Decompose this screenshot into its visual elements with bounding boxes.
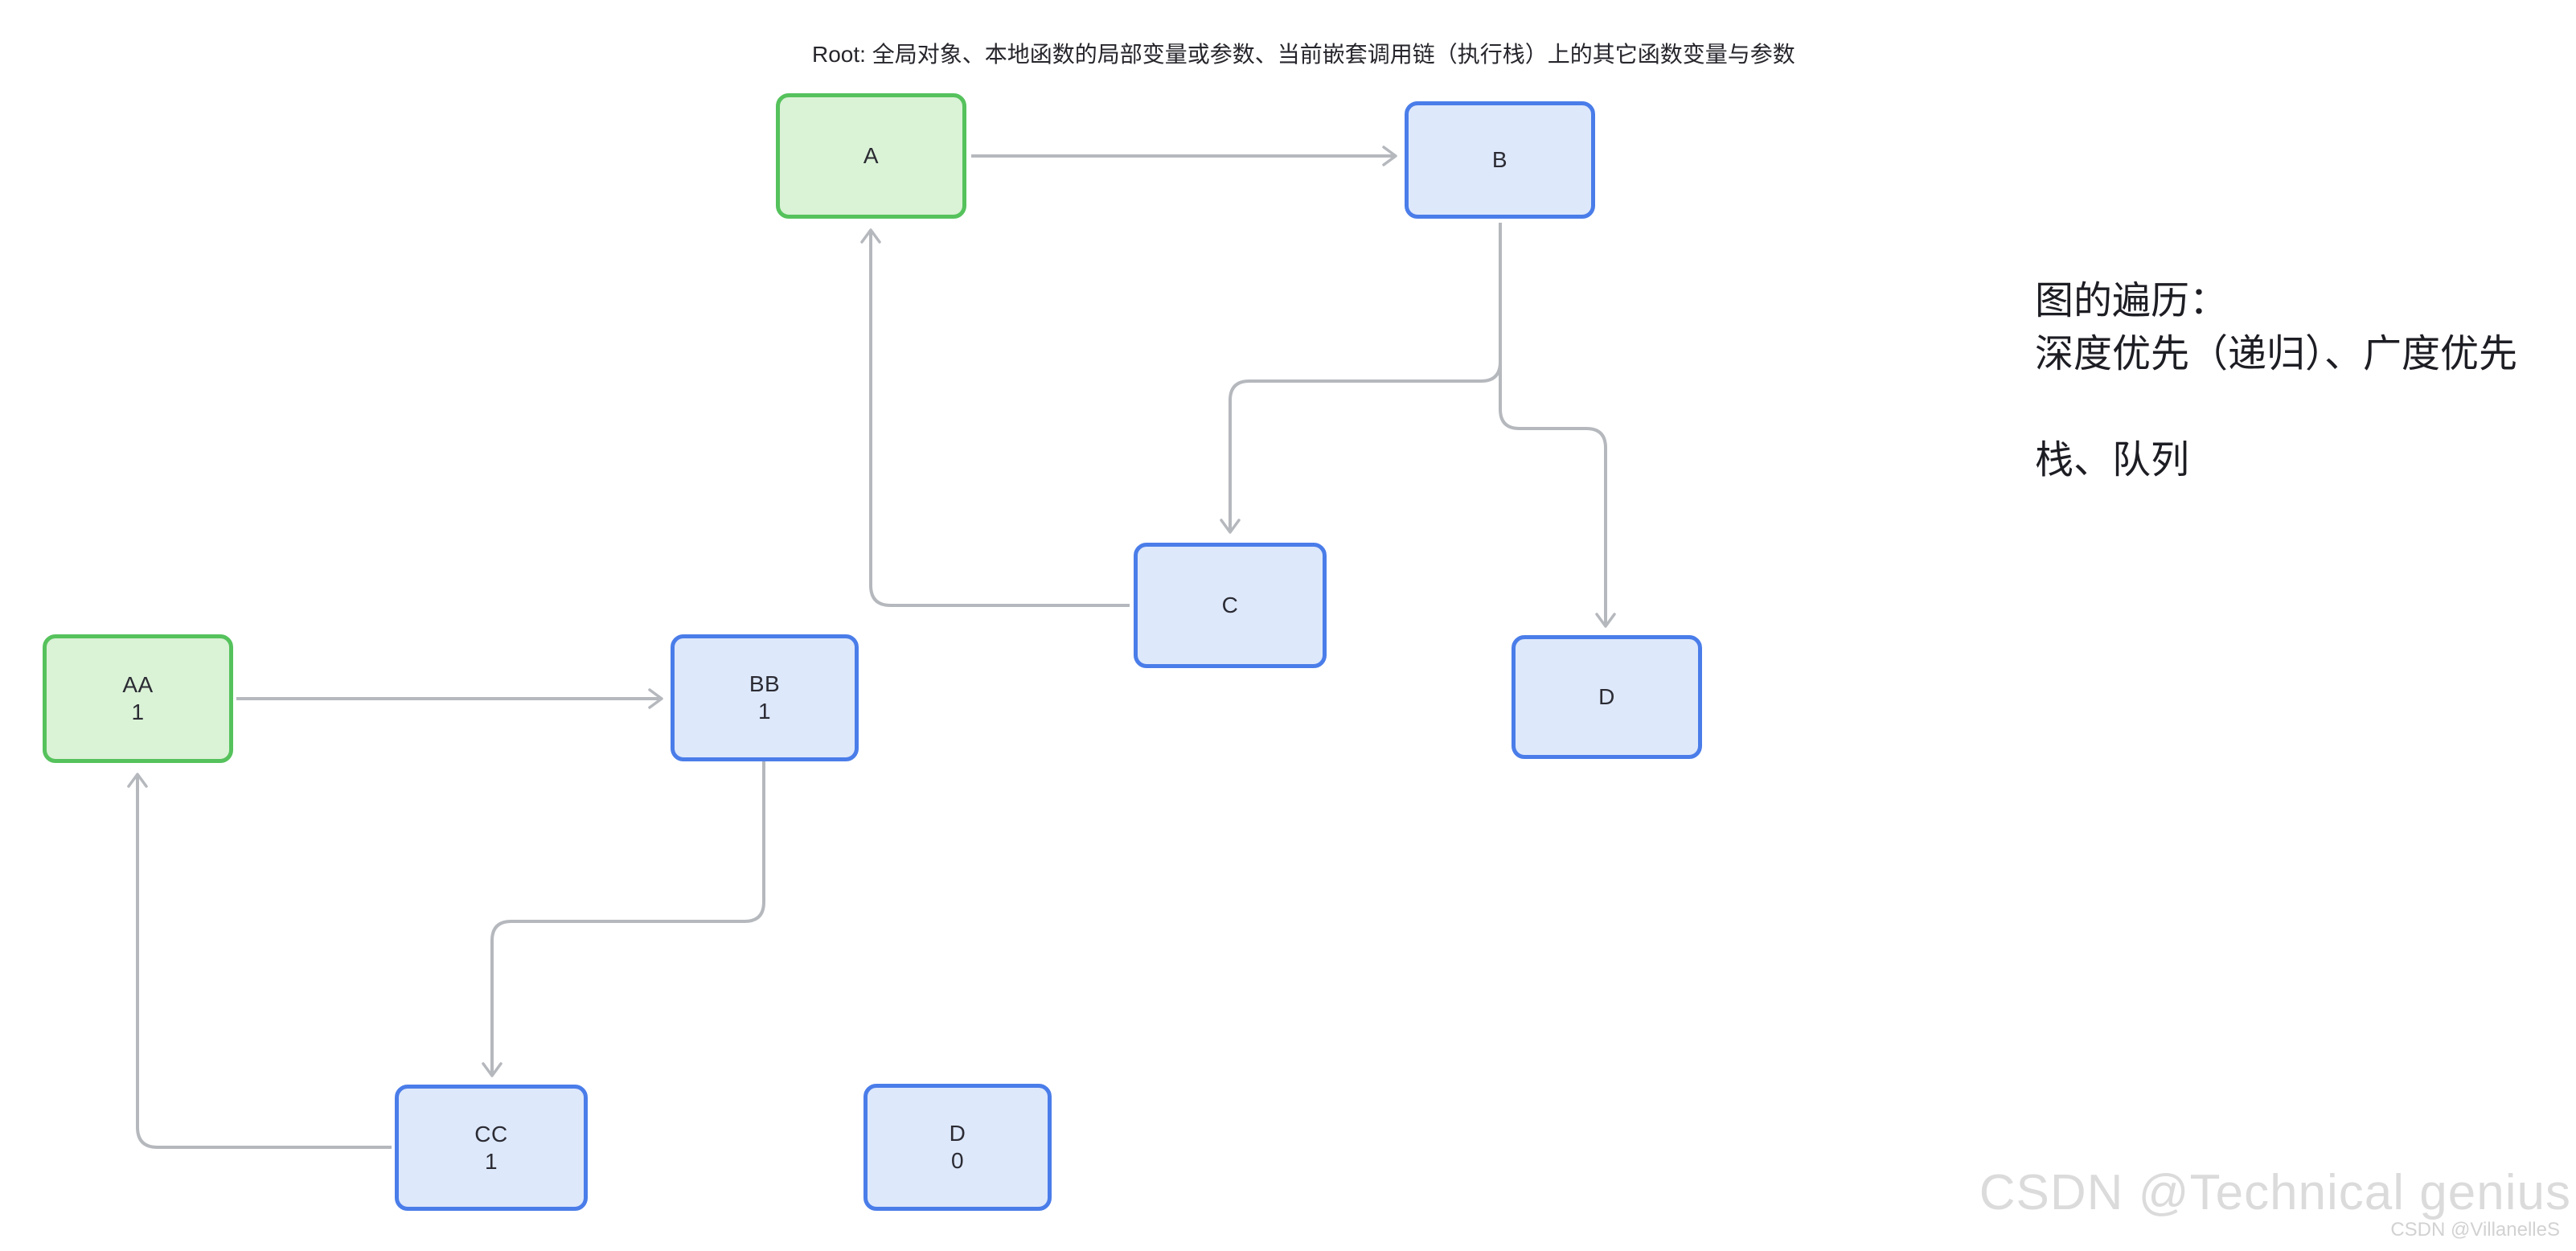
node-BB-label: BB	[749, 671, 781, 696]
annotation-line-2: 深度优先（递归）、广度优先	[2035, 333, 2518, 375]
csdn-watermark-small: CSDN @VillanelleS	[2390, 1219, 2560, 1241]
node-D-label: D	[1598, 684, 1615, 709]
edge-CC-AA[interactable]	[127, 773, 392, 1149]
node-B-label: B	[1491, 147, 1508, 172]
node-D0-label: D	[949, 1121, 966, 1146]
edge-BB-CC[interactable]	[482, 761, 765, 1077]
node-AA-value: 1	[131, 699, 145, 724]
csdn-watermark-large: CSDN @Technical genius	[1979, 1165, 2571, 1220]
annotation-spacer	[2035, 381, 2517, 434]
root-note-text[interactable]: Root: 全局对象、本地函数的局部变量或参数、当前嵌套调用链（执行栈）上的其它…	[812, 42, 1795, 67]
node-D[interactable]: D	[1512, 635, 1702, 759]
edge-B-D[interactable]	[1499, 223, 1616, 628]
annotation-line-1: 图的遍历：	[2035, 280, 2229, 322]
node-C-label: C	[1221, 593, 1239, 617]
node-A[interactable]: A	[776, 93, 966, 219]
node-AA[interactable]: AA 1	[43, 634, 233, 763]
node-A-label: A	[863, 143, 880, 168]
edge-B-C[interactable]	[1220, 223, 1502, 534]
edge-C-A[interactable]	[860, 228, 1130, 607]
node-BB-value: 1	[757, 699, 772, 724]
node-D0[interactable]: D 0	[863, 1084, 1052, 1211]
node-CC-label: CC	[474, 1121, 508, 1146]
node-BB[interactable]: BB 1	[671, 634, 859, 761]
node-B[interactable]: B	[1405, 101, 1595, 219]
node-CC-value: 1	[484, 1148, 498, 1174]
traversal-annotation[interactable]: 图的遍历： 深度优先（递归）、广度优先 栈、队列	[2035, 275, 2517, 487]
node-CC[interactable]: CC 1	[395, 1085, 588, 1211]
node-C[interactable]: C	[1134, 543, 1327, 668]
node-AA-label: AA	[122, 672, 154, 697]
annotation-line-3: 栈、队列	[2035, 439, 2190, 482]
node-D0-value: 0	[950, 1148, 965, 1173]
